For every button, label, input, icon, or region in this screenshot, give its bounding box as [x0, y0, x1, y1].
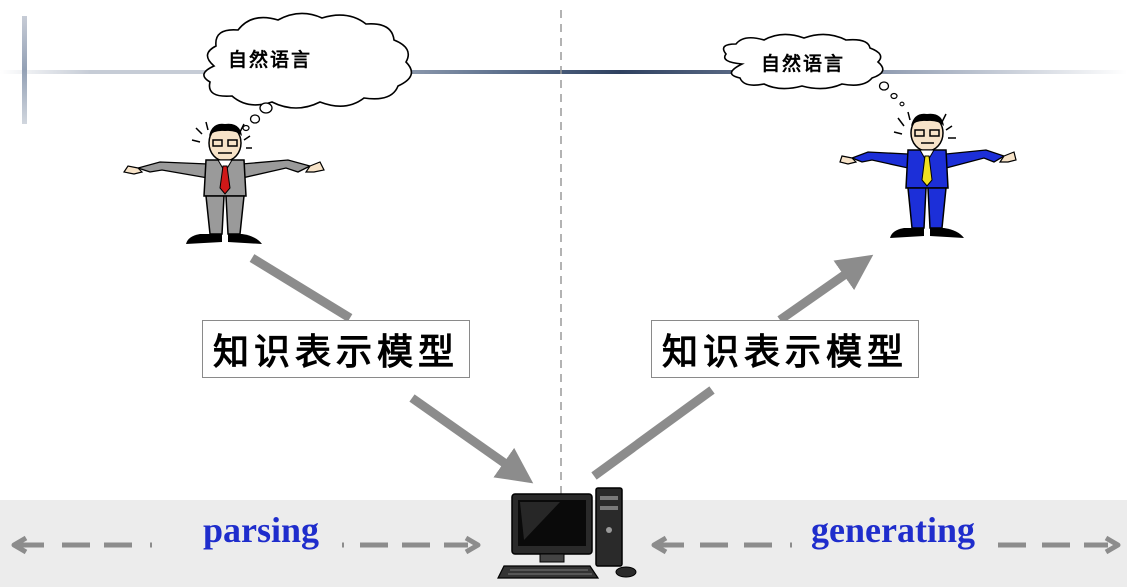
left-accent-bar: [22, 16, 27, 124]
left-thought-cloud: 自然语言: [203, 12, 413, 132]
right-thought-text: 自然语言: [761, 52, 845, 75]
computer-icon: [497, 487, 637, 579]
generating-label: generating: [811, 510, 975, 550]
top-rule: [0, 70, 1127, 74]
generating-dashed-arrow: [651, 535, 1121, 555]
left-thought-text: 自然语言: [228, 48, 312, 71]
parsing-dashed-arrow: [11, 535, 481, 555]
right-thought-cloud: 自然语言: [722, 33, 905, 107]
left-knowledge-model-box: 知识表示模型: [202, 320, 470, 378]
right-speaker-figure: [839, 111, 1017, 238]
arrow-computer-to-model: [591, 386, 715, 480]
right-knowledge-model-box: 知识表示模型: [651, 320, 919, 378]
left-speaker-figure: [123, 121, 325, 244]
arrow-model-to-computer: [409, 394, 534, 484]
arrow-model-to-speaker: [777, 254, 874, 324]
arrow-speaker-to-model: [249, 254, 353, 322]
parsing-label: parsing: [203, 510, 320, 550]
